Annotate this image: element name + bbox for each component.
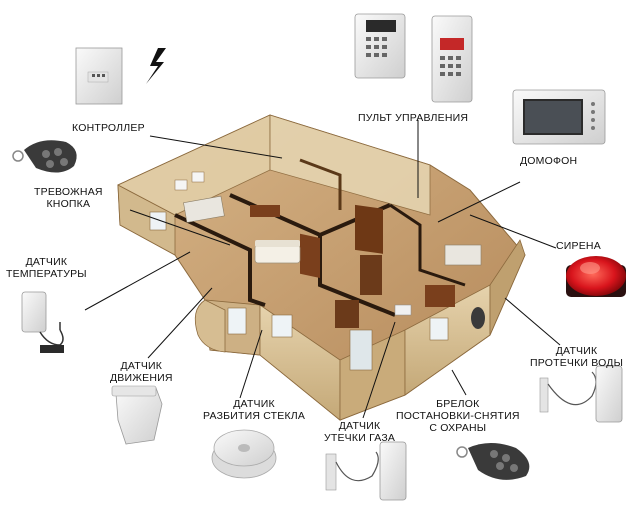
keyfob-label: БРЕЛОК ПОСТАНОВКИ-СНЯТИЯ С ОХРАНЫ: [396, 398, 520, 434]
keypad-red-icon: [431, 15, 473, 103]
glass-break-sensor-icon: [211, 429, 277, 479]
house-icon: [117, 114, 526, 421]
keyfob-icon: [456, 443, 530, 480]
glass-break-label-line1: ДАТЧИК: [233, 398, 275, 410]
temperature-sensor-label: ДАТЧИК ТЕМПЕРАТУРЫ: [6, 256, 87, 280]
controller-icon: [75, 47, 123, 105]
keyfob-icon: [12, 140, 77, 173]
glass-break-label-line2: РАЗБИТИЯ СТЕКЛА: [203, 410, 306, 422]
panic-button-label-line1: ТРЕВОЖНАЯ: [34, 186, 103, 198]
water-leak-label: ДАТЧИК ПРОТЕЧКИ ВОДЫ: [530, 345, 623, 369]
panic-button-label: ТРЕВОЖНАЯ КНОПКА: [34, 186, 103, 210]
intercom-label: ДОМОФОН: [520, 155, 577, 167]
motion-sensor-icon: [111, 385, 163, 445]
gas-sensor-icon: [325, 441, 407, 501]
siren-label-text: СИРЕНА: [556, 240, 601, 252]
siren-label: СИРЕНА: [556, 240, 601, 252]
keypad-icon: [354, 13, 406, 79]
temperature-sensor-icon: [21, 291, 64, 353]
gas-leak-label-line1: ДАТЧИК: [338, 420, 381, 432]
gas-leak-label: ДАТЧИК УТЕЧКИ ГАЗА: [324, 420, 395, 444]
water-sensor-icon: [539, 365, 623, 423]
temperature-sensor-label-line1: ДАТЧИК: [25, 256, 68, 268]
gas-leak-label-line2: УТЕЧКИ ГАЗА: [324, 432, 396, 444]
water-leak-label-line2: ПРОТЕЧКИ ВОДЫ: [530, 357, 624, 369]
temperature-sensor-label-line2: ТЕМПЕРАТУРЫ: [6, 268, 87, 280]
motion-sensor-label-line1: ДАТЧИК: [120, 360, 163, 372]
controller-label-text: КОНТРОЛЛЕР: [72, 122, 145, 134]
glass-break-label: ДАТЧИК РАЗБИТИЯ СТЕКЛА: [203, 398, 305, 422]
control-panel-label-text: ПУЛЬТ УПРАВЛЕНИЯ: [358, 112, 469, 124]
intercom-label-text: ДОМОФОН: [520, 155, 578, 167]
motion-sensor-label-line2: ДВИЖЕНИЯ: [110, 372, 173, 384]
keyfob-label-line1: БРЕЛОК: [436, 398, 480, 410]
water-leak-label-line1: ДАТЧИК: [555, 345, 598, 357]
keyfob-label-line3: С ОХРАНЫ: [429, 422, 487, 434]
siren-icon: [566, 256, 626, 297]
connector-lines: [84, 120, 561, 419]
control-panel-label: ПУЛЬТ УПРАВЛЕНИЯ: [358, 112, 468, 124]
motion-sensor-label: ДАТЧИК ДВИЖЕНИЯ: [110, 360, 173, 384]
controller-label: КОНТРОЛЛЕР: [72, 122, 145, 134]
lightning-icon: [146, 48, 166, 84]
keyfob-label-line2: ПОСТАНОВКИ-СНЯТИЯ: [396, 410, 520, 422]
intercom-icon: [512, 89, 606, 145]
panic-button-label-line2: КНОПКА: [46, 198, 91, 210]
